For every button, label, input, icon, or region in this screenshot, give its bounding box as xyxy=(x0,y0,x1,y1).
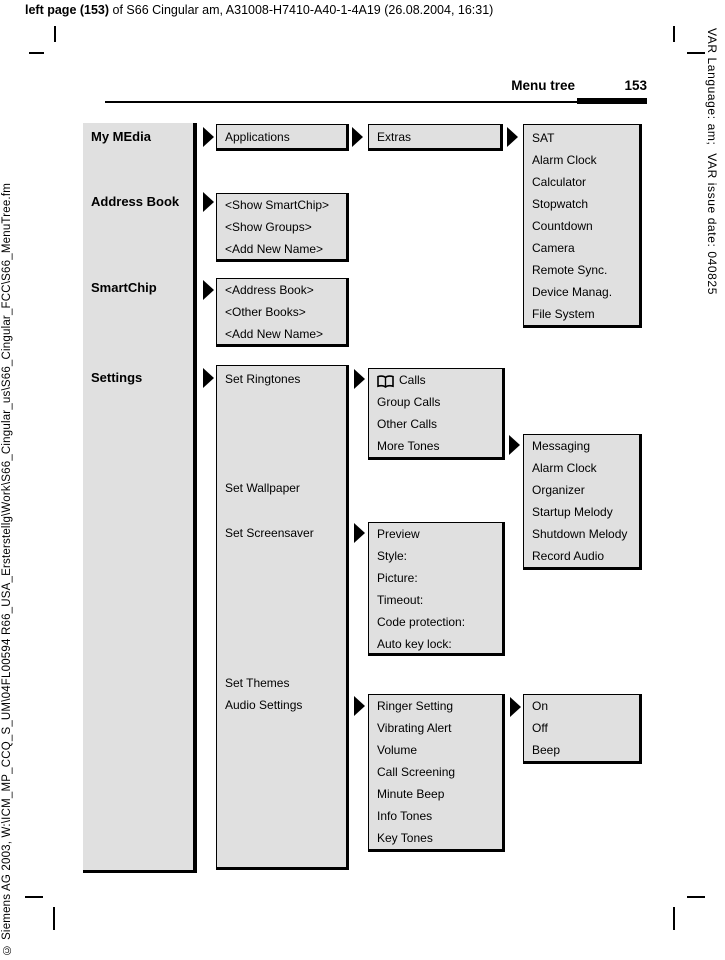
crop-mark-bottom-right-v xyxy=(673,907,675,930)
menu-item: Minute Beep xyxy=(377,787,445,801)
menu-item: Vibrating Alert xyxy=(377,721,452,735)
screensaver-submenu-box: Preview Style: Picture: Timeout: Code pr… xyxy=(368,522,505,656)
root-item-address-book: Address Book xyxy=(91,194,180,209)
menu-item: Code protection: xyxy=(377,615,466,629)
smartchip-submenu-box: <Address Book> <Other Books> <Add New Na… xyxy=(216,278,349,347)
ringer-options-box: On Off Beep xyxy=(523,694,642,764)
menu-item: Preview xyxy=(377,527,420,541)
arrow-right-icon xyxy=(203,192,214,212)
audio-settings-submenu-box: Ringer Setting Vibrating Alert Volume Ca… xyxy=(368,694,505,852)
doc-header-file-info: of S66 Cingular am, A31008-H7410-A40-1-4… xyxy=(109,3,494,17)
menu-item: Set Wallpaper xyxy=(225,481,300,495)
address-book-submenu-box: <Show SmartChip> <Show Groups> <Add New … xyxy=(216,193,349,262)
menu-item: Remote Sync. xyxy=(532,263,608,277)
root-item-smartchip: SmartChip xyxy=(91,280,157,295)
menu-item: Applications xyxy=(225,130,290,144)
menu-item: <Add New Name> xyxy=(225,327,324,341)
menu-item: File System xyxy=(532,307,595,321)
right-margin-var-text: VAR Language: am; VAR issue date: 040825 xyxy=(705,28,719,295)
menu-item: Info Tones xyxy=(377,809,433,823)
menu-item: Group Calls xyxy=(377,395,441,409)
left-margin-copyright-text: © Siemens AG 2003, W:\ICM_MP_CCQ_S_UM\04… xyxy=(1,183,13,956)
menu-item: Volume xyxy=(377,743,418,757)
menu-item: Timeout: xyxy=(377,593,424,607)
menu-item: Audio Settings xyxy=(225,698,303,712)
page-number: 153 xyxy=(624,78,647,93)
extras-box: Extras xyxy=(368,124,503,151)
crop-mark-top-left-h xyxy=(29,52,44,54)
arrow-right-icon xyxy=(203,368,214,388)
arrow-right-icon xyxy=(203,127,214,147)
menu-item-label: Calls xyxy=(399,373,426,387)
root-item-my-media: My MEdia xyxy=(91,129,151,144)
settings-submenu-box: Set Ringtones Set Wallpaper Set Screensa… xyxy=(216,365,349,870)
crop-mark-bottom-right-h xyxy=(687,896,705,898)
doc-header-page-ref: left page (153) xyxy=(25,3,110,17)
menu-item: Off xyxy=(532,721,548,735)
crop-mark-bottom-left-v xyxy=(53,907,55,930)
arrow-right-icon xyxy=(354,696,365,716)
menu-item: SAT xyxy=(532,131,555,145)
menu-item: Startup Melody xyxy=(532,505,613,519)
menu-item: Extras xyxy=(377,130,412,144)
header-rule xyxy=(105,101,577,103)
arrow-right-icon xyxy=(507,127,518,147)
menu-item: Messaging xyxy=(532,439,591,453)
crop-mark-top-left-v xyxy=(54,26,56,42)
menu-item: Calculator xyxy=(532,175,587,189)
document-header: left page (153) of S66 Cingular am, A310… xyxy=(25,3,493,17)
menu-item: Countdown xyxy=(532,219,593,233)
menu-item: Beep xyxy=(532,743,561,757)
crop-mark-top-right-v xyxy=(673,26,675,42)
menu-item: <Add New Name> xyxy=(225,242,324,256)
header-rule-accent xyxy=(577,98,647,104)
menu-item: Organizer xyxy=(532,483,585,497)
menu-item: Shutdown Melody xyxy=(532,527,628,541)
menu-item: <Show SmartChip> xyxy=(225,198,330,212)
ringtones-submenu-box: Calls Group Calls Other Calls More Tones xyxy=(368,368,505,460)
menu-item: Call Screening xyxy=(377,765,456,779)
menu-item: Calls xyxy=(369,369,426,391)
menu-item: Set Screensaver xyxy=(225,526,314,540)
menu-item: <Show Groups> xyxy=(225,220,312,234)
arrow-right-icon xyxy=(352,127,363,147)
menu-item: Alarm Clock xyxy=(532,153,597,167)
menu-item: On xyxy=(532,699,549,713)
more-tones-items-box: Messaging Alarm Clock Organizer Startup … xyxy=(523,434,642,570)
menu-item: <Other Books> xyxy=(225,305,306,319)
menu-item: Key Tones xyxy=(377,831,433,845)
menu-item: Picture: xyxy=(377,571,418,585)
menu-item: More Tones xyxy=(377,439,440,453)
menu-item: Other Calls xyxy=(377,417,438,431)
menu-item: Ringer Setting xyxy=(377,699,454,713)
menu-item: <Address Book> xyxy=(225,283,314,297)
menu-item: Style: xyxy=(377,549,408,563)
extras-items-box: SAT Alarm Clock Calculator Stopwatch Cou… xyxy=(523,124,642,328)
applications-box: Applications xyxy=(216,124,349,151)
arrow-right-icon xyxy=(510,697,521,717)
root-item-settings: Settings xyxy=(91,370,143,385)
menu-item: Set Themes xyxy=(225,676,290,690)
menu-item: Stopwatch xyxy=(532,197,589,211)
open-book-icon xyxy=(377,374,394,388)
crop-mark-bottom-left-h xyxy=(25,896,43,898)
menu-item: Alarm Clock xyxy=(532,461,597,475)
arrow-right-icon xyxy=(354,369,365,389)
menu-item: Set Ringtones xyxy=(225,372,301,386)
section-title: Menu tree xyxy=(511,78,575,93)
root-menu-column: My MEdia Address Book SmartChip Settings xyxy=(83,123,197,873)
menu-item: Record Audio xyxy=(532,549,605,563)
menu-item: Camera xyxy=(532,241,575,255)
arrow-right-icon xyxy=(203,280,214,300)
menu-item: Auto key lock: xyxy=(377,637,452,651)
menu-item: Device Manag. xyxy=(532,285,613,299)
arrow-right-icon xyxy=(509,435,520,455)
arrow-right-icon xyxy=(354,523,365,543)
crop-mark-top-right-h xyxy=(687,52,705,54)
